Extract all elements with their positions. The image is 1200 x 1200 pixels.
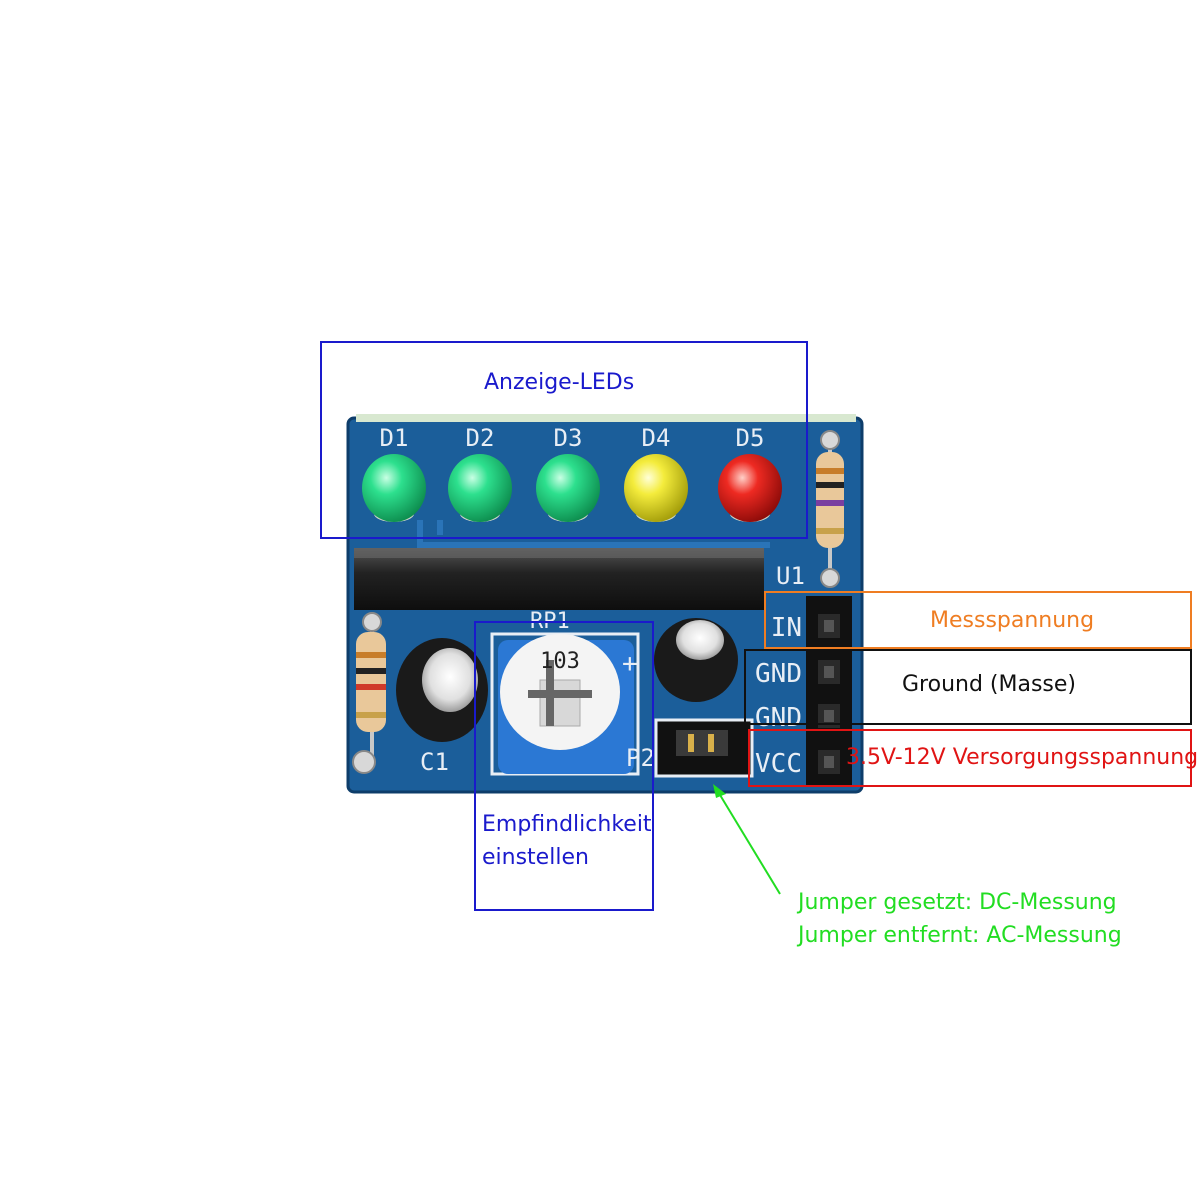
leds-annotation: Anzeige-LEDs bbox=[484, 370, 635, 395]
pin-gnd-1 bbox=[824, 666, 834, 678]
pot-code: 103 bbox=[540, 649, 580, 674]
sensitivity-annotation-frame bbox=[474, 621, 654, 911]
ground-annotation-frame bbox=[744, 649, 1192, 725]
pin-label-in: IN bbox=[771, 613, 802, 643]
capacitor-c1-label: C1 bbox=[420, 748, 449, 776]
input-annotation-frame bbox=[764, 591, 1192, 649]
led-row: D1 D2 D3 D4 D5 bbox=[362, 424, 782, 522]
pin-label-gnd: GND bbox=[755, 703, 802, 733]
jumper-arrow bbox=[716, 789, 781, 895]
pin-label-vcc: VCC bbox=[755, 749, 802, 779]
supply-annotation: 3.5V-12V Versorgungsspannung bbox=[846, 745, 1199, 770]
led-d2 bbox=[448, 454, 512, 522]
led-annotation-frame bbox=[320, 341, 808, 539]
led-d4 bbox=[624, 454, 688, 522]
ic-u1-label: U1 bbox=[776, 562, 805, 590]
ground-annotation: Ground (Masse) bbox=[902, 672, 1077, 697]
jumper-annotation-line1: Jumper gesetzt: DC-Messung bbox=[798, 890, 1117, 915]
pin-label-gnd: GND bbox=[755, 659, 802, 689]
led-label-d2: D2 bbox=[466, 424, 495, 452]
jumper-p2-label: P2 bbox=[626, 744, 655, 772]
supply-annotation-frame bbox=[748, 729, 1192, 787]
pin-in-0 bbox=[824, 620, 834, 632]
led-d1 bbox=[362, 454, 426, 522]
led-label-d3: D3 bbox=[554, 424, 583, 452]
input-annotation: Messspannung bbox=[930, 608, 1095, 633]
plus-marking: + bbox=[622, 649, 638, 679]
pin-gnd-2 bbox=[824, 710, 834, 722]
led-d3 bbox=[536, 454, 600, 522]
led-d5 bbox=[718, 454, 782, 522]
ic-u1-body bbox=[354, 548, 764, 610]
led-label-d4: D4 bbox=[642, 424, 671, 452]
led-label-d5: D5 bbox=[736, 424, 765, 452]
jumper-annotation-line2: Jumper entfernt: AC-Messung bbox=[798, 923, 1122, 948]
led-label-d1: D1 bbox=[380, 424, 409, 452]
sensitivity-annotation-line1: Empfindlichkeit bbox=[482, 812, 652, 837]
sensitivity-annotation-line2: einstellen bbox=[482, 845, 589, 870]
pin-vcc-3 bbox=[824, 756, 834, 768]
